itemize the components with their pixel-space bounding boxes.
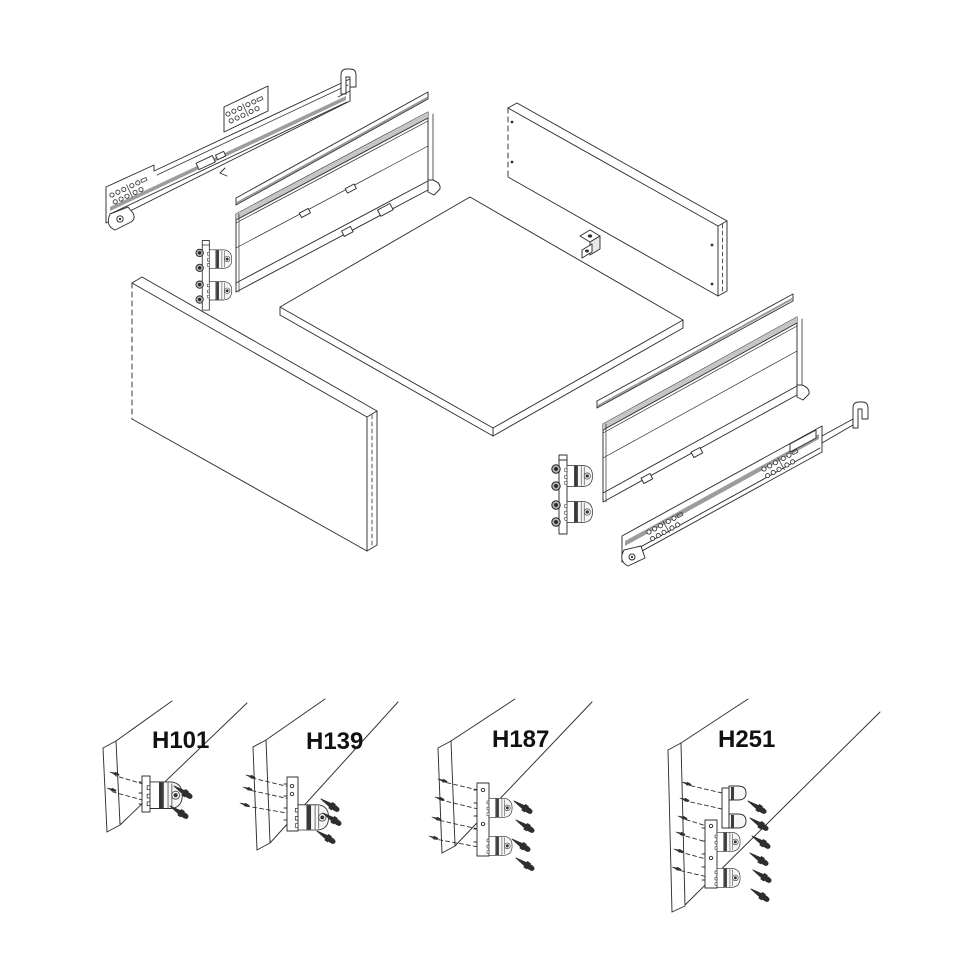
label-h251: H251 bbox=[718, 726, 775, 753]
right-front-bracket bbox=[552, 455, 593, 534]
rear-bracket bbox=[579, 229, 601, 259]
variant-h139: H139 bbox=[239, 698, 399, 851]
variant-h187: H187 bbox=[428, 698, 593, 873]
left-slide-rail bbox=[105, 68, 357, 231]
label-h187: H187 bbox=[492, 726, 549, 753]
left-drawer-side-panel bbox=[235, 111, 441, 293]
screw bbox=[513, 816, 536, 835]
pilot-screw bbox=[106, 786, 117, 793]
screw bbox=[747, 849, 770, 868]
label-h139: H139 bbox=[306, 728, 363, 755]
pilot-screw bbox=[681, 780, 692, 787]
screw bbox=[513, 854, 536, 873]
back-panel bbox=[507, 102, 728, 297]
screw bbox=[749, 832, 772, 851]
pilot-screw bbox=[679, 796, 690, 803]
bracket-h251-top bbox=[721, 785, 747, 829]
left-gallery-strip bbox=[235, 91, 429, 206]
bracket-h139 bbox=[283, 776, 330, 832]
drawer-front-panel bbox=[131, 276, 378, 552]
pilot-screw bbox=[671, 865, 682, 872]
screw bbox=[750, 866, 773, 885]
screw bbox=[314, 827, 337, 846]
screw bbox=[511, 797, 534, 816]
board-h187 bbox=[437, 698, 593, 854]
pilot-screw bbox=[675, 830, 686, 837]
bracket-h251 bbox=[701, 819, 741, 889]
screw bbox=[748, 885, 771, 904]
right-slide-rail bbox=[621, 401, 869, 567]
right-drawer-side-panel bbox=[602, 316, 810, 503]
board-h101 bbox=[102, 700, 248, 833]
pilot-screw bbox=[428, 834, 439, 841]
bracket-h187 bbox=[473, 782, 513, 857]
right-gallery-strip bbox=[596, 293, 794, 409]
pilot-screw bbox=[109, 770, 120, 777]
left-front-bracket bbox=[196, 241, 232, 311]
variant-h101: H101 bbox=[102, 700, 248, 833]
label-h101: H101 bbox=[152, 727, 209, 754]
screw bbox=[747, 814, 770, 833]
drawer-bottom-panel bbox=[279, 196, 684, 437]
pilot-screw bbox=[673, 847, 684, 854]
screw bbox=[509, 835, 532, 854]
variant-h251: H251 bbox=[667, 698, 881, 913]
bracket-h101 bbox=[138, 775, 183, 813]
pilot-screw bbox=[242, 785, 253, 792]
pilot-screw bbox=[431, 815, 442, 822]
screw bbox=[745, 797, 768, 816]
pilot-screw bbox=[239, 801, 250, 808]
